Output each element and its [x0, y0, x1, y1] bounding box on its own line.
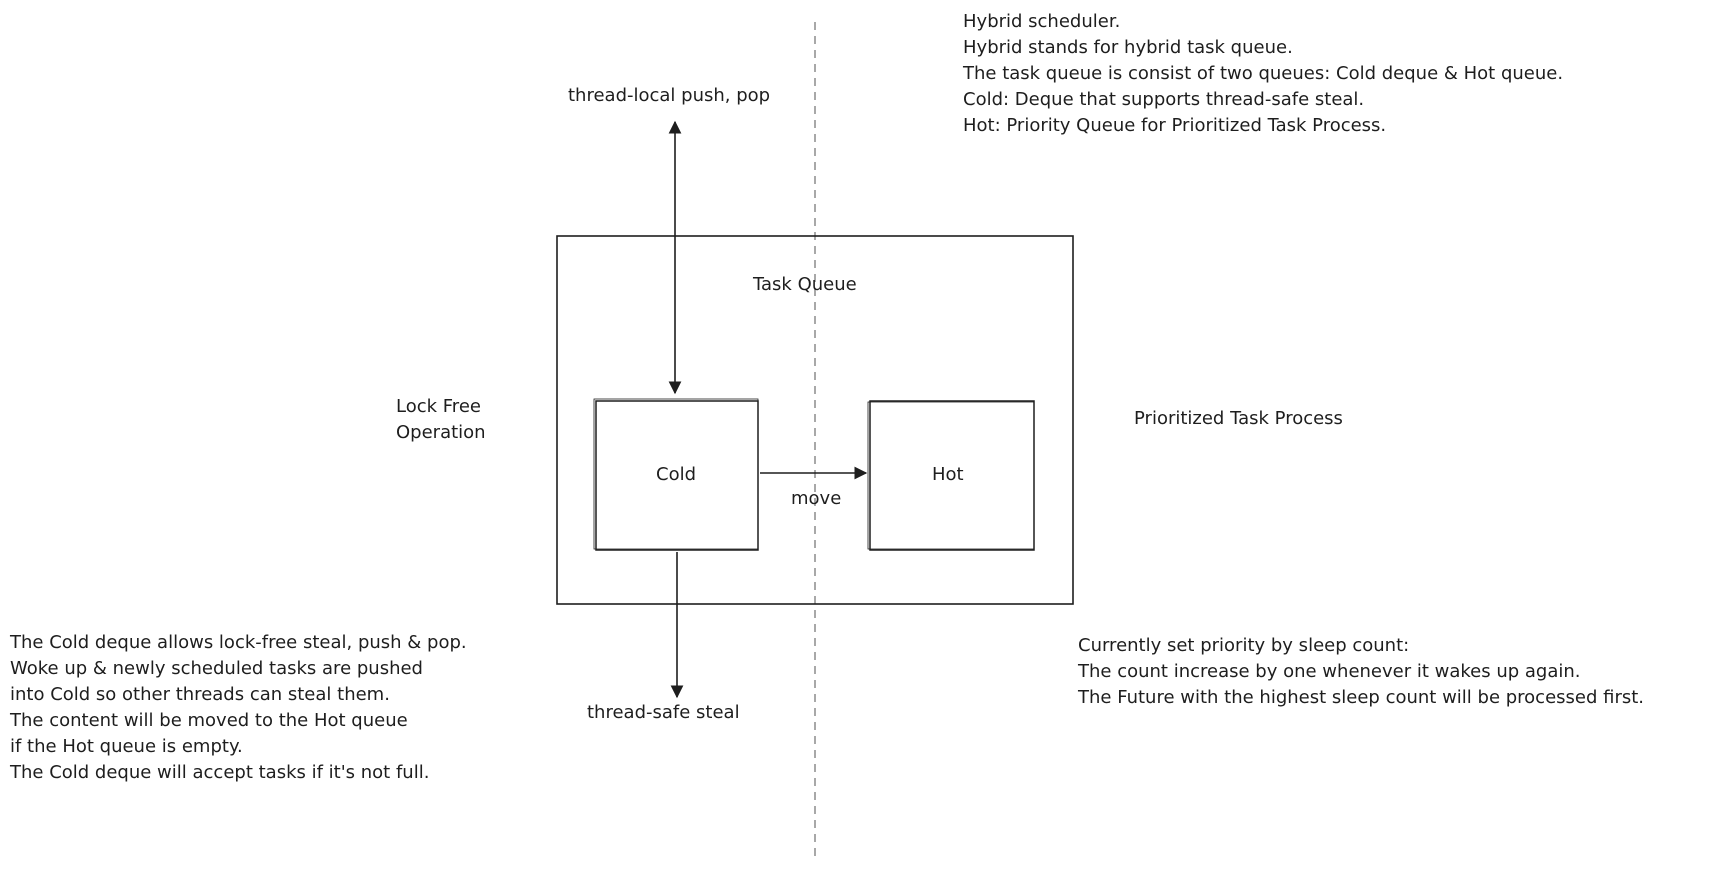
scheduler-note-line: Hybrid stands for hybrid task queue. [963, 37, 1293, 58]
task-queue-title: Task Queue [753, 274, 857, 295]
hot-label: Hot [932, 464, 964, 485]
scheduler-note-line: Hot: Priority Queue for Prioritized Task… [963, 115, 1387, 136]
priority-note-line: The count increase by one whenever it wa… [1078, 661, 1581, 682]
cold-note-line: if the Hot queue is empty. [10, 736, 243, 757]
lock-free-label: Lock Free Operation [396, 394, 486, 446]
cold-note-line: The Cold deque will accept tasks if it's… [10, 762, 430, 783]
cold-deque-note: The Cold deque allows lock-free steal, p… [10, 630, 467, 786]
prioritized-label: Prioritized Task Process [1134, 408, 1343, 429]
scheduler-note-line: The task queue is consist of two queues:… [963, 63, 1564, 84]
cold-note-line: Woke up & newly scheduled tasks are push… [10, 658, 423, 679]
lock-free-label-line: Lock Free [396, 396, 481, 417]
steal-label: thread-safe steal [587, 702, 740, 723]
priority-note-line: Currently set priority by sleep count: [1078, 635, 1410, 656]
lock-free-label-line: Operation [396, 422, 486, 443]
cold-note-line: The Cold deque allows lock-free steal, p… [10, 632, 467, 653]
priority-note-line: The Future with the highest sleep count … [1078, 687, 1645, 708]
cold-note-line: into Cold so other threads can steal the… [10, 684, 390, 705]
push-pop-label: thread-local push, pop [568, 85, 771, 106]
task-queue-box [556, 235, 1074, 605]
cold-box [593, 398, 759, 551]
scheduler-note: Hybrid scheduler. Hybrid stands for hybr… [963, 9, 1563, 139]
scheduler-note-line: Hybrid scheduler. [963, 11, 1121, 32]
scheduler-note-line: Cold: Deque that supports thread-safe st… [963, 89, 1365, 110]
cold-note-line: The content will be moved to the Hot que… [10, 710, 408, 731]
priority-note: Currently set priority by sleep count: T… [1078, 633, 1644, 711]
cold-label: Cold [656, 464, 697, 485]
move-label: move [791, 488, 842, 509]
hot-box [867, 400, 1035, 551]
